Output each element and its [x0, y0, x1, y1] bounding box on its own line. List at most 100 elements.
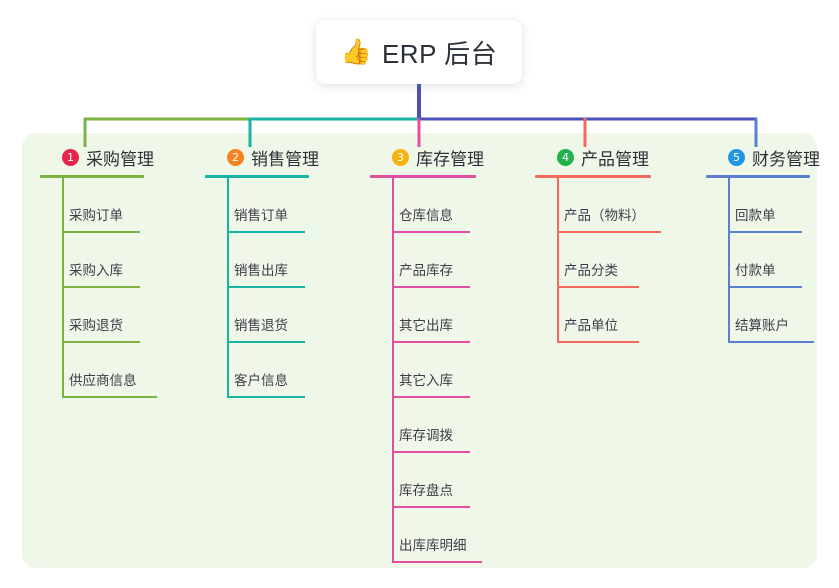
column-badge-icon: 5	[728, 148, 745, 166]
leaf-node[interactable]: 销售退货	[205, 288, 319, 343]
leaf-node[interactable]: 结算账户	[706, 288, 820, 343]
leaf-rule	[392, 506, 470, 508]
column-3: 3 库存管理仓库信息产品库存其它出库其它入库库存调拨库存盘点出库库明细	[370, 145, 484, 563]
leaf-node[interactable]: 其它出库	[370, 288, 484, 343]
column-2: 2 销售管理销售订单销售出库销售退货客户信息	[205, 145, 319, 398]
leaf-node[interactable]: 采购订单	[40, 178, 154, 233]
leaf-rule	[557, 231, 661, 233]
column-header-rule	[205, 175, 309, 178]
leaf-label: 其它出库	[399, 318, 453, 333]
leaf-label: 出库库明细	[399, 538, 467, 553]
leaf-node[interactable]: 产品分类	[535, 233, 651, 288]
leaf-node[interactable]: 供应商信息	[40, 343, 157, 398]
leaf-node[interactable]: 库存盘点	[370, 453, 484, 508]
leaf-label: 采购退货	[69, 318, 123, 333]
column-spine	[557, 178, 559, 343]
leaf-rule	[392, 396, 470, 398]
leaf-label: 销售退货	[234, 318, 288, 333]
column-4: 4 产品管理产品（物料） 产品分类产品单位	[535, 145, 661, 343]
leaf-label: 销售订单	[234, 208, 288, 223]
leaf-label: 结算账户	[735, 318, 789, 333]
leaf-rule	[557, 286, 639, 288]
leaf-rule	[392, 561, 482, 563]
column-header-4[interactable]: 4 产品管理	[535, 145, 651, 169]
leaf-node[interactable]: 产品（物料）	[535, 178, 661, 233]
leaf-label: 产品单位	[564, 318, 618, 333]
column-spine	[392, 178, 394, 563]
leaf-label: 销售出库	[234, 263, 288, 278]
leaf-node[interactable]: 销售订单	[205, 178, 319, 233]
leaf-label: 库存调拨	[399, 428, 453, 443]
diagram-panel	[22, 133, 817, 568]
leaf-label: 产品（物料）	[564, 208, 645, 223]
leaf-label: 供应商信息	[69, 373, 137, 388]
leaf-rule	[392, 451, 470, 453]
leaf-node[interactable]: 产品单位	[535, 288, 651, 343]
leaf-node[interactable]: 采购退货	[40, 288, 154, 343]
column-header-rule	[706, 175, 810, 178]
root-title: ERP 后台	[381, 38, 498, 69]
leaf-node[interactable]: 客户信息	[205, 343, 319, 398]
column-items: 销售订单销售出库销售退货客户信息	[205, 178, 319, 398]
column-title: 库存管理	[416, 149, 484, 169]
leaf-label: 产品库存	[399, 263, 453, 278]
column-badge-icon: 2	[227, 148, 244, 166]
column-title: 销售管理	[251, 149, 319, 169]
leaf-label: 仓库信息	[399, 208, 453, 223]
leaf-label: 产品分类	[564, 263, 618, 278]
leaf-node[interactable]: 采购入库	[40, 233, 154, 288]
leaf-label: 采购订单	[69, 208, 123, 223]
leaf-rule	[728, 341, 814, 343]
leaf-rule	[557, 341, 639, 343]
column-badge-icon: 4	[557, 148, 574, 166]
thumbs-up-icon: 👍	[340, 37, 372, 66]
leaf-rule	[728, 231, 802, 233]
leaf-node[interactable]: 付款单	[706, 233, 820, 288]
leaf-rule	[392, 231, 470, 233]
leaf-rule	[392, 341, 470, 343]
leaf-rule	[227, 396, 305, 398]
leaf-rule	[62, 231, 140, 233]
column-items: 采购订单采购入库采购退货供应商信息	[40, 178, 157, 398]
column-header-2[interactable]: 2 销售管理	[205, 145, 319, 169]
leaf-rule	[62, 396, 157, 398]
leaf-label: 付款单	[735, 263, 776, 278]
leaf-label: 客户信息	[234, 373, 288, 388]
leaf-rule	[392, 286, 470, 288]
root-node-card[interactable]: 👍 ERP 后台	[316, 20, 522, 84]
column-header-rule	[40, 175, 144, 178]
leaf-label: 回款单	[735, 208, 776, 223]
leaf-node[interactable]: 仓库信息	[370, 178, 484, 233]
column-header-rule	[370, 175, 476, 178]
column-title: 采购管理	[86, 149, 154, 169]
column-5: 5 财务管理回款单付款单结算账户	[706, 145, 820, 343]
column-header-3[interactable]: 3 库存管理	[370, 145, 484, 169]
column-spine	[728, 178, 730, 343]
leaf-node[interactable]: 回款单	[706, 178, 820, 233]
column-header-5[interactable]: 5 财务管理	[706, 145, 820, 169]
leaf-label: 其它入库	[399, 373, 453, 388]
column-items: 仓库信息产品库存其它出库其它入库库存调拨库存盘点出库库明细	[370, 178, 484, 563]
column-spine	[227, 178, 229, 398]
leaf-rule	[227, 341, 305, 343]
column-items: 产品（物料） 产品分类产品单位	[535, 178, 661, 343]
leaf-rule	[62, 341, 140, 343]
column-title: 产品管理	[581, 149, 649, 169]
leaf-rule	[62, 286, 140, 288]
leaf-rule	[227, 286, 305, 288]
leaf-node[interactable]: 销售出库	[205, 233, 319, 288]
leaf-node[interactable]: 产品库存	[370, 233, 484, 288]
leaf-label: 采购入库	[69, 263, 123, 278]
column-badge-icon: 3	[392, 148, 409, 166]
leaf-node[interactable]: 其它入库	[370, 343, 484, 398]
leaf-rule	[227, 231, 305, 233]
column-header-rule	[535, 175, 651, 178]
leaf-node[interactable]: 出库库明细	[370, 508, 484, 563]
leaf-label: 库存盘点	[399, 483, 453, 498]
column-title: 财务管理	[752, 149, 820, 169]
column-badge-icon: 1	[62, 148, 79, 166]
column-items: 回款单付款单结算账户	[706, 178, 820, 343]
leaf-node[interactable]: 库存调拨	[370, 398, 484, 453]
column-header-1[interactable]: 1 采购管理	[40, 145, 154, 169]
